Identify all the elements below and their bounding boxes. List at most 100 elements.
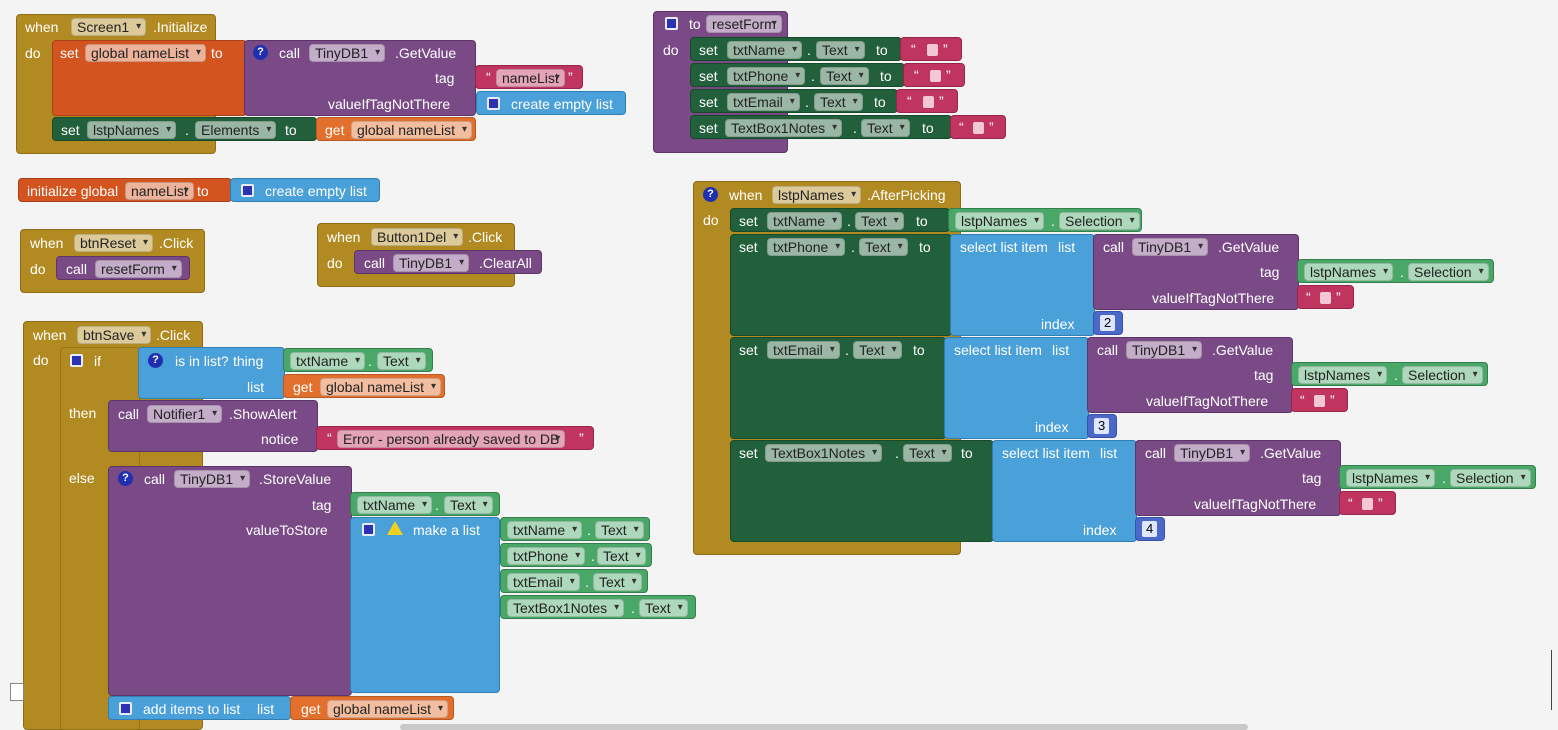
index-number-block[interactable]: 3 [1087,414,1117,438]
empty-text-value[interactable] [1314,395,1325,407]
property-dropdown[interactable]: Selection [1059,212,1140,230]
component-dropdown[interactable]: txtName [727,41,803,59]
component-dropdown[interactable]: btnReset [74,234,154,252]
set-elements-block[interactable]: set lstpNames . Elements to [52,117,317,141]
set-txtphone-block[interactable]: set txtPhone . Text to [730,234,952,336]
empty-text-value[interactable] [1320,292,1331,304]
global-name-field[interactable]: nameList [125,182,194,200]
empty-string-block[interactable]: “ ” [1339,491,1396,515]
component-dropdown[interactable]: txtEmail [507,573,580,591]
empty-text-value[interactable] [973,122,984,134]
list-item-getter[interactable]: TextBox1Notes . Text [500,595,696,619]
property-dropdown[interactable]: Text [903,444,952,462]
property-dropdown[interactable]: Text [820,67,869,85]
component-dropdown[interactable]: TextBox1Notes [725,119,843,137]
help-icon[interactable]: ? [148,353,163,368]
component-dropdown[interactable]: lstpNames [1346,469,1436,487]
property-dropdown[interactable]: Text [593,573,642,591]
index-value[interactable]: 2 [1100,315,1116,331]
set-txtname-block[interactable]: set txtName . Text to [730,208,950,232]
txtname-text-getter[interactable]: txtName . Text [350,492,500,516]
index-number-block[interactable]: 2 [1093,311,1123,335]
db-dropdown[interactable]: TinyDB1 [1126,341,1203,359]
txtname-text-getter[interactable]: txtName . Text [283,348,433,372]
index-number-block[interactable]: 4 [1135,517,1165,541]
tinydb-getvalue-block[interactable]: call TinyDB1 .GetValue tag valueIfTagNot… [1087,337,1293,413]
component-dropdown[interactable]: Screen1 [71,18,147,36]
make-a-list-block[interactable]: make a list [350,517,500,693]
lstpnames-selection-getter[interactable]: lstpNames . Selection [1339,465,1536,489]
component-dropdown[interactable]: txtName [507,521,583,539]
db-dropdown[interactable]: TinyDB1 [393,254,470,272]
property-dropdown[interactable]: Selection [1402,366,1483,384]
property-dropdown[interactable]: Text [444,496,493,514]
empty-string-block[interactable]: “ ” [896,89,958,113]
component-dropdown[interactable]: txtName [357,496,433,514]
mutator-icon[interactable] [487,97,500,110]
property-dropdown[interactable]: Text [597,547,646,565]
db-dropdown[interactable]: TinyDB1 [309,44,386,62]
add-items-to-list-block[interactable]: add items to list list [108,696,291,720]
mutator-icon[interactable] [362,523,375,536]
component-dropdown[interactable]: txtPhone [767,238,846,256]
text-string-block[interactable]: “ nameList ” [475,65,583,89]
select-list-item-block[interactable]: select list item list index [950,234,1095,336]
warning-icon[interactable] [387,521,403,535]
lstpnames-selection-getter[interactable]: lstpNames . Selection [1291,362,1488,386]
get-global-block[interactable]: get global nameList [283,374,445,398]
variable-dropdown[interactable]: global nameList [320,378,442,396]
tinydb-clearall-block[interactable]: call TinyDB1 .ClearAll [354,250,542,274]
component-dropdown[interactable]: Button1Del [371,228,464,246]
mutator-icon[interactable] [665,17,678,30]
procedure-name-field[interactable]: resetForm [706,15,782,33]
empty-text-value[interactable] [927,44,938,56]
tinydb-getvalue-block[interactable]: call TinyDB1 .GetValue tag valueIfTagNot… [1135,440,1341,516]
component-dropdown[interactable]: lstpNames [1304,263,1394,281]
property-dropdown[interactable]: Selection [1408,263,1489,281]
call-resetform-block[interactable]: call resetForm [56,256,190,280]
set-txtphone-block[interactable]: set txtPhone . Text to [690,63,905,87]
property-dropdown[interactable]: Text [855,212,904,230]
component-dropdown[interactable]: lstpNames [87,121,177,139]
lstpnames-selection-getter[interactable]: lstpNames . Selection [1297,259,1494,283]
variable-dropdown[interactable]: global nameList [327,700,449,718]
tinydb-getvalue-block[interactable]: ? call TinyDB1 .GetValue tag valueIfTagN… [244,40,476,116]
empty-string-block[interactable]: “ ” [1291,388,1348,412]
index-value[interactable]: 4 [1142,521,1158,537]
is-in-list-block[interactable]: ? is in list? thing list [138,347,285,399]
set-txtemail-block[interactable]: set txtEmail . Text to [730,337,946,439]
empty-text-value[interactable] [923,96,934,108]
set-textbox1notes-block[interactable]: set TextBox1Notes . Text to [690,115,952,139]
component-dropdown[interactable]: txtPhone [727,67,806,85]
set-txtname-block[interactable]: set txtName . Text to [690,37,902,61]
db-dropdown[interactable]: TinyDB1 [174,470,251,488]
component-dropdown[interactable]: TextBox1Notes [507,599,625,617]
notice-text-block[interactable]: “ Error - person already saved to DB ” [316,426,594,450]
procedure-dropdown[interactable]: resetForm [95,260,182,278]
empty-string-block[interactable]: “ ” [1297,285,1354,309]
component-dropdown[interactable]: lstpNames [1298,366,1388,384]
component-dropdown[interactable]: btnSave [77,326,152,344]
component-dropdown[interactable]: txtName [290,352,366,370]
mutator-icon[interactable] [70,354,83,367]
property-dropdown[interactable]: Text [853,341,902,359]
db-dropdown[interactable]: TinyDB1 [1174,444,1251,462]
horizontal-scrollbar[interactable] [400,724,1248,730]
index-value[interactable]: 3 [1094,418,1110,434]
help-icon[interactable]: ? [703,187,718,202]
set-txtemail-block[interactable]: set txtEmail . Text to [690,89,898,113]
empty-string-block[interactable]: “ ” [900,37,962,61]
variable-dropdown[interactable]: global nameList [85,44,207,62]
notifier-showalert-block[interactable]: call Notifier1 .ShowAlert notice [108,400,318,452]
list-item-getter[interactable]: txtEmail . Text [500,569,648,593]
list-item-getter[interactable]: txtPhone . Text [500,543,652,567]
create-empty-list-block[interactable]: create empty list [476,91,626,115]
component-dropdown[interactable]: txtEmail [727,93,800,111]
component-dropdown[interactable]: TextBox1Notes [765,444,883,462]
mutator-icon[interactable] [241,184,254,197]
btnreset-click-event-block[interactable]: when btnReset .Click do [20,229,205,293]
property-dropdown[interactable]: Selection [1450,469,1531,487]
select-list-item-block[interactable]: select list item list index [944,337,1089,439]
component-dropdown[interactable]: txtPhone [507,547,586,565]
tinydb-getvalue-block[interactable]: call TinyDB1 .GetValue tag valueIfTagNot… [1093,234,1299,310]
